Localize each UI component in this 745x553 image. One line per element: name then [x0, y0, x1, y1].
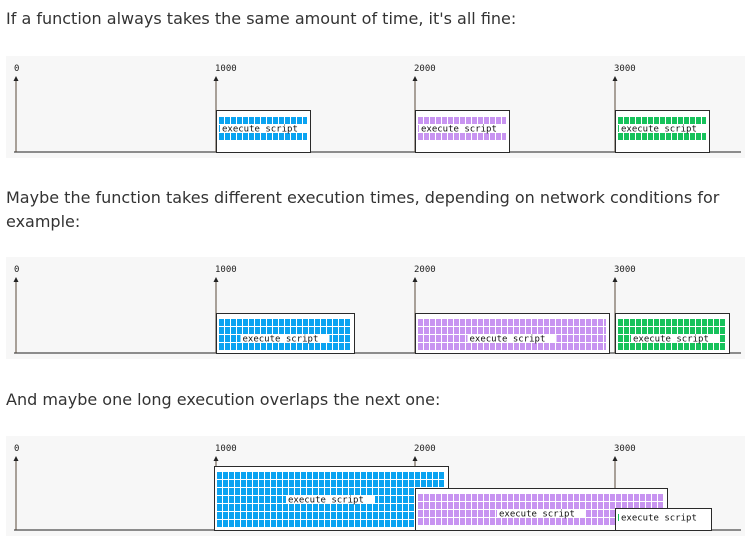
tick-arrow-icon [213, 456, 219, 461]
intro-paragraph: If a function always takes the same amou… [6, 9, 517, 28]
tick-label-3000: 3000 [614, 64, 636, 74]
execute-script-block: execute script [615, 110, 710, 153]
execute-script-block: execute script [615, 313, 730, 354]
tick-arrow-icon [13, 456, 19, 461]
variable-times-paragraph: Maybe the function takes different execu… [6, 188, 720, 231]
tick-label-1000: 1000 [215, 64, 237, 74]
execute-script-block: execute script [615, 508, 712, 531]
tick-label-2000: 2000 [414, 444, 436, 454]
tick-arrow-icon [213, 76, 219, 81]
tick-label-0: 0 [14, 265, 19, 275]
timeline-diagram-overlap: 0 1000 2000 3000 execute script execute scrip… [6, 436, 745, 536]
execute-script-label: execute script [421, 125, 497, 135]
execute-script-label: execute script [499, 510, 575, 520]
tick-label-1000: 1000 [215, 265, 237, 275]
tick-arrow-icon [213, 277, 219, 282]
tick-arrow-icon [13, 277, 19, 282]
execute-script-block: execute script [415, 313, 610, 354]
execute-script-label: execute script [288, 496, 364, 506]
execute-script-label: execute script [222, 125, 298, 135]
execute-script-block: execute script [415, 110, 510, 153]
tick-arrow-icon [412, 76, 418, 81]
tick-label-3000: 3000 [614, 444, 636, 454]
timeline-diagram-variable: 0 1000 2000 3000 execute script execute scrip… [6, 257, 745, 359]
timeline-svg: 0 1000 2000 3000 execute script execute scrip… [13, 64, 741, 153]
tick-label-0: 0 [14, 64, 19, 74]
overlap-paragraph: And maybe one long execution overlaps th… [6, 390, 441, 409]
tick-arrow-icon [612, 277, 618, 282]
tick-arrow-icon [412, 277, 418, 282]
execute-script-label: execute script [633, 335, 709, 345]
tick-label-2000: 2000 [414, 265, 436, 275]
tick-arrow-icon [612, 76, 618, 81]
execute-script-label: execute script [621, 125, 697, 135]
tick-label-1000: 1000 [215, 444, 237, 454]
tick-label-3000: 3000 [614, 265, 636, 275]
tick-label-0: 0 [14, 444, 19, 454]
timeline-svg: 0 1000 2000 3000 execute script execute scrip… [13, 444, 741, 531]
execute-script-label: execute script [243, 335, 319, 345]
execute-script-block: execute script [216, 110, 311, 153]
tick-arrow-icon [412, 456, 418, 461]
execute-script-label: execute script [470, 335, 546, 345]
execute-script-block: execute script [216, 313, 355, 354]
tick-arrow-icon [612, 456, 618, 461]
tick-arrow-icon [13, 76, 19, 81]
execute-script-label: execute script [621, 514, 697, 524]
tick-label-2000: 2000 [414, 64, 436, 74]
execute-script-block: execute script [214, 466, 449, 531]
timeline-svg: 0 1000 2000 3000 execute script execute scrip… [13, 265, 741, 354]
timeline-diagram-constant: 0 1000 2000 3000 execute script execute scrip… [6, 56, 745, 158]
